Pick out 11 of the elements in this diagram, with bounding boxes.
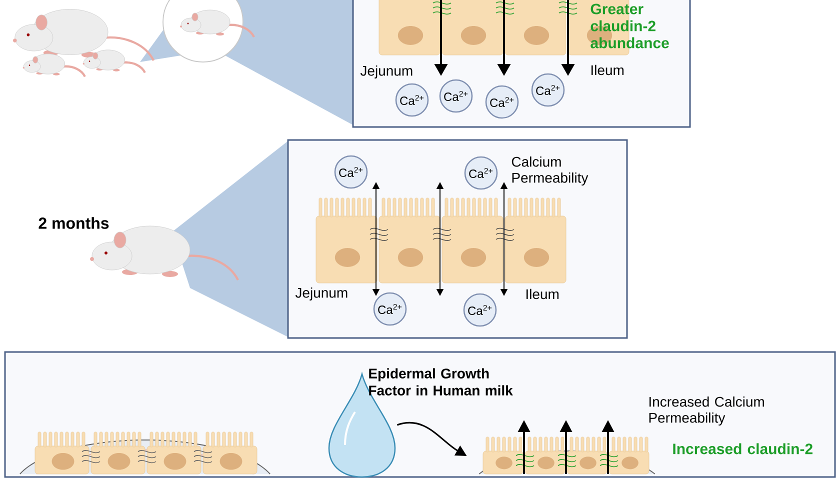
label-text: Increased Calcium Permeability (649, 396, 764, 426)
label-text: Greater claudin-2 abundance (590, 4, 669, 48)
caption-text: Epidermal Growth Factor in Human milk (369, 368, 513, 396)
label-text: Jejunum (360, 65, 412, 79)
label-text: Jejunum (295, 287, 348, 301)
label-text: 2 months (38, 217, 109, 229)
caption-text: Increased claudin-2 (673, 443, 812, 454)
label-text: Ileum (526, 288, 559, 300)
culture-dish-drawing (478, 436, 656, 474)
label-text: Calcium Permeability (512, 156, 588, 186)
label-text: Ileum (592, 64, 624, 76)
